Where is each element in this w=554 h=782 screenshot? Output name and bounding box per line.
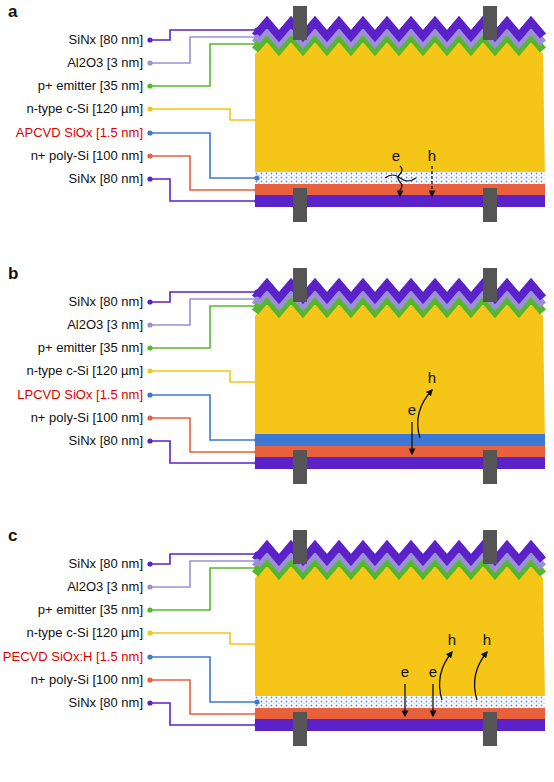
- layer-label: n-type c-Si [120 µm]: [0, 625, 143, 641]
- layer-label: p+ emitter [35 nm]: [0, 602, 143, 618]
- layer-label: p+ emitter [35 nm]: [0, 340, 143, 356]
- carrier-label: h: [425, 369, 439, 387]
- panel-letter: b: [8, 264, 18, 284]
- layer-label: n-type c-Si [120 µm]: [0, 363, 143, 379]
- layer-label: n+ poly-Si [100 nm]: [0, 672, 143, 688]
- layer-label: SiNx [80 nm]: [0, 695, 143, 711]
- layer-label: n+ poly-Si [100 nm]: [0, 410, 143, 426]
- carrier-label: e: [405, 401, 419, 419]
- layer-label: SiNx [80 nm]: [0, 171, 143, 187]
- layer-label: Al2O3 [3 nm]: [0, 55, 143, 71]
- panel-letter: c: [8, 526, 17, 546]
- layer-label: APCVD SiOx [1.5 nm]: [0, 125, 143, 141]
- layer-label: n+ poly-Si [100 nm]: [0, 148, 143, 164]
- layer-label: SiNx [80 nm]: [0, 294, 143, 310]
- carrier-label: h: [480, 631, 494, 649]
- layer-label: SiNx [80 nm]: [0, 433, 143, 449]
- panel-letter: a: [8, 2, 17, 22]
- layer-label: PECVD SiOx:H [1.5 nm]: [0, 649, 143, 665]
- carrier-label: e: [426, 663, 440, 681]
- carrier-label: h: [445, 631, 459, 649]
- layer-label: Al2O3 [3 nm]: [0, 579, 143, 595]
- carrier-label: h: [425, 147, 439, 165]
- layer-label: LPCVD SiOx [1.5 nm]: [0, 387, 143, 403]
- carrier-label: e: [398, 663, 412, 681]
- layer-label: Al2O3 [3 nm]: [0, 317, 143, 333]
- layer-label: SiNx [80 nm]: [0, 32, 143, 48]
- layer-label: SiNx [80 nm]: [0, 556, 143, 572]
- layer-label: p+ emitter [35 nm]: [0, 78, 143, 94]
- layer-label: n-type c-Si [120 µm]: [0, 101, 143, 117]
- carrier-label: e: [389, 147, 403, 165]
